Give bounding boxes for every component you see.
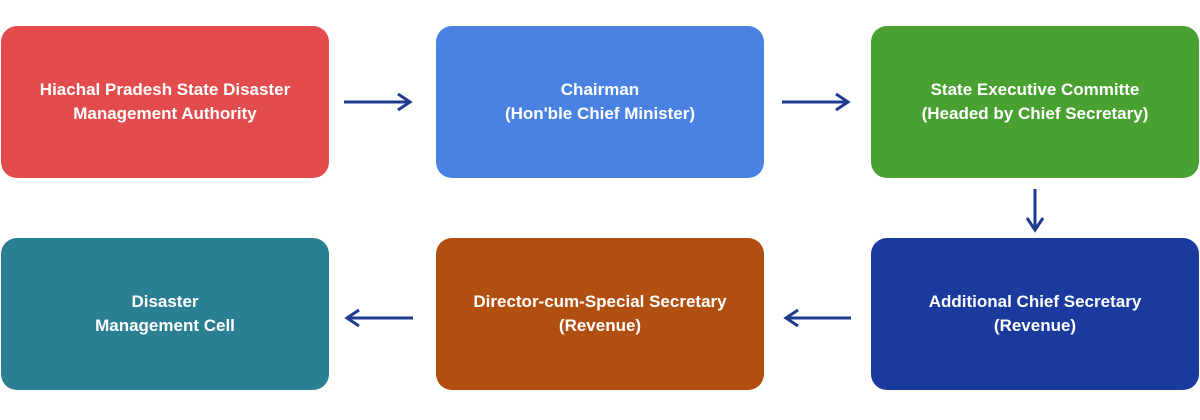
node-state-disaster-authority: Hiachal Pradesh State Disaster Managemen… — [1, 26, 329, 178]
arrow-left-icon — [783, 308, 851, 328]
node-additional-chief-secretary: Additional Chief Secretary (Revenue) — [871, 238, 1199, 390]
node-label-line1: State Executive Committe — [930, 80, 1140, 99]
node-label-line1: Chairman — [560, 80, 640, 99]
node-label-line1: Hiachal Pradesh State Disaster — [39, 80, 291, 99]
arrow-down-icon — [1025, 189, 1045, 233]
arrow-left-icon — [344, 308, 413, 328]
arrow-right-icon — [782, 92, 851, 112]
node-label-line2: (Revenue) — [993, 316, 1077, 335]
arrow-right-icon — [344, 92, 413, 112]
node-chairman: Chairman (Hon'ble Chief Minister) — [436, 26, 764, 178]
node-label-line2: (Revenue) — [558, 316, 642, 335]
node-label-line2: Management Authority — [73, 104, 257, 123]
node-label-line2: (Headed by Chief Secretary) — [921, 104, 1149, 123]
node-label-line2: Management Cell — [95, 316, 235, 335]
node-disaster-management-cell: Disaster Management Cell — [1, 238, 329, 390]
node-label-line2: (Hon'ble Chief Minister) — [504, 104, 696, 123]
node-director-special-secretary: Director-cum-Special Secretary (Revenue) — [436, 238, 764, 390]
node-label-line1: Director-cum-Special Secretary — [473, 292, 727, 311]
node-state-executive-committee: State Executive Committe (Headed by Chie… — [871, 26, 1199, 178]
node-label-line1: Disaster — [131, 292, 199, 311]
node-label-line1: Additional Chief Secretary — [928, 292, 1142, 311]
